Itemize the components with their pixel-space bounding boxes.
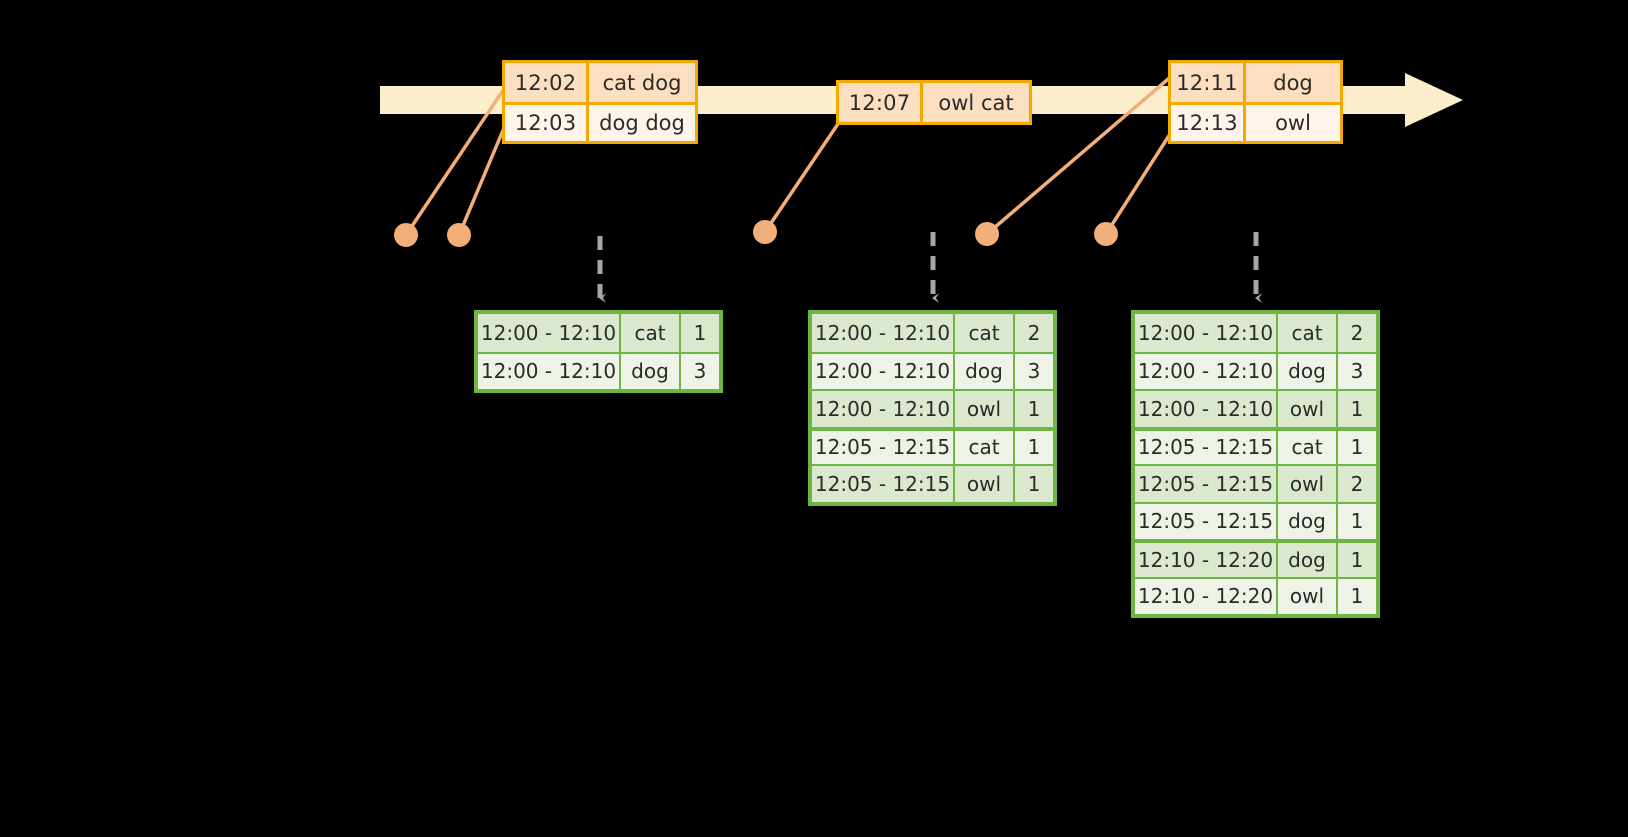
event-dot-1-line [404, 82, 510, 236]
event-payload: owl cat [938, 90, 1014, 115]
window-count: 1 [1350, 509, 1364, 534]
event-row: 12:13 owl [1171, 102, 1340, 141]
event-row: 12:03 dog dog [505, 102, 695, 141]
window-key: owl [1278, 391, 1338, 427]
window-range: 12:00 - 12:10 [1135, 314, 1278, 352]
window-key: dog [1278, 503, 1338, 539]
window-count: 2 [1350, 471, 1364, 496]
window-range: 12:00 - 12:10 [1135, 353, 1278, 389]
window-count: 1 [1350, 584, 1364, 609]
event-payload: owl [1275, 111, 1311, 135]
event-dot-3-line [763, 111, 848, 233]
window-range: 12:05 - 12:15 [1135, 503, 1278, 539]
event-timestamp: 12:11 [1171, 63, 1246, 102]
window-range: 12:05 - 12:15 [1135, 466, 1278, 502]
window-key: cat [1278, 430, 1338, 464]
window-count: 3 [693, 359, 707, 384]
window-range: 12:00 - 12:10 [478, 353, 621, 389]
dashed-flow-arrows [597, 232, 1262, 303]
event-dot-5 [1094, 222, 1118, 246]
window-count: 1 [693, 320, 707, 345]
window-range: 12:00 - 12:10 [812, 353, 955, 389]
window-range: 12:05 - 12:15 [1135, 430, 1278, 464]
window-count: 1 [1350, 396, 1364, 421]
event-row: 12:11 dog [1171, 63, 1340, 102]
window-count: 1 [1350, 547, 1364, 572]
window-range: 12:00 - 12:10 [812, 391, 955, 427]
window-range: 12:05 - 12:15 [812, 466, 955, 502]
window-count: 1 [1350, 435, 1364, 460]
event-timestamp: 12:02 [505, 63, 589, 102]
window-key: owl [955, 466, 1015, 502]
window-key: cat [955, 430, 1015, 464]
event-timestamp: 12:07 [839, 83, 923, 122]
event-payload: cat dog [602, 70, 682, 95]
event-timestamp: 12:03 [505, 105, 589, 141]
event-dot-2 [447, 223, 471, 247]
event-row: 12:02 cat dog [505, 63, 695, 102]
window-key: cat [1278, 314, 1338, 352]
window-key: dog [1278, 543, 1338, 577]
window-count: 1 [1027, 471, 1041, 496]
window-key: cat [955, 314, 1015, 352]
event-dot-2-line [457, 127, 506, 236]
window-key: owl [1278, 578, 1338, 614]
window-key: dog [955, 353, 1015, 389]
window-range: 12:10 - 12:20 [1135, 578, 1278, 614]
window-count: 3 [1350, 359, 1364, 384]
window-count: 1 [1027, 435, 1041, 460]
window-key: cat [621, 314, 681, 352]
window-key: dog [1278, 353, 1338, 389]
window-key: owl [955, 391, 1015, 427]
window-count: 2 [1350, 320, 1364, 345]
event-timestamp: 12:13 [1171, 105, 1246, 141]
window-key: dog [621, 353, 681, 389]
window-range: 12:05 - 12:15 [812, 430, 955, 464]
event-group-1: 12:02 cat dog 12:03 dog dog [502, 60, 698, 144]
event-row: 12:07 owl cat [839, 83, 1029, 122]
window-count: 3 [1027, 359, 1041, 384]
event-dot-4 [975, 222, 999, 246]
event-payload: dog dog [599, 111, 685, 135]
window-range: 12:10 - 12:20 [1135, 543, 1278, 577]
window-range: 12:00 - 12:10 [812, 314, 955, 352]
event-dot-3 [753, 220, 777, 244]
event-dots [394, 220, 1118, 247]
window-count: 1 [1027, 396, 1041, 421]
event-dot-1 [394, 223, 418, 247]
window-range: 12:00 - 12:10 [478, 314, 621, 352]
window-range: 12:00 - 12:10 [1135, 391, 1278, 427]
event-group-3: 12:11 dog 12:13 owl [1168, 60, 1343, 144]
window-key: owl [1278, 466, 1338, 502]
event-payload: dog [1273, 70, 1313, 95]
window-count: 2 [1027, 320, 1041, 345]
event-group-2: 12:07 owl cat [836, 80, 1032, 125]
event-dot-5-line [1104, 130, 1174, 235]
